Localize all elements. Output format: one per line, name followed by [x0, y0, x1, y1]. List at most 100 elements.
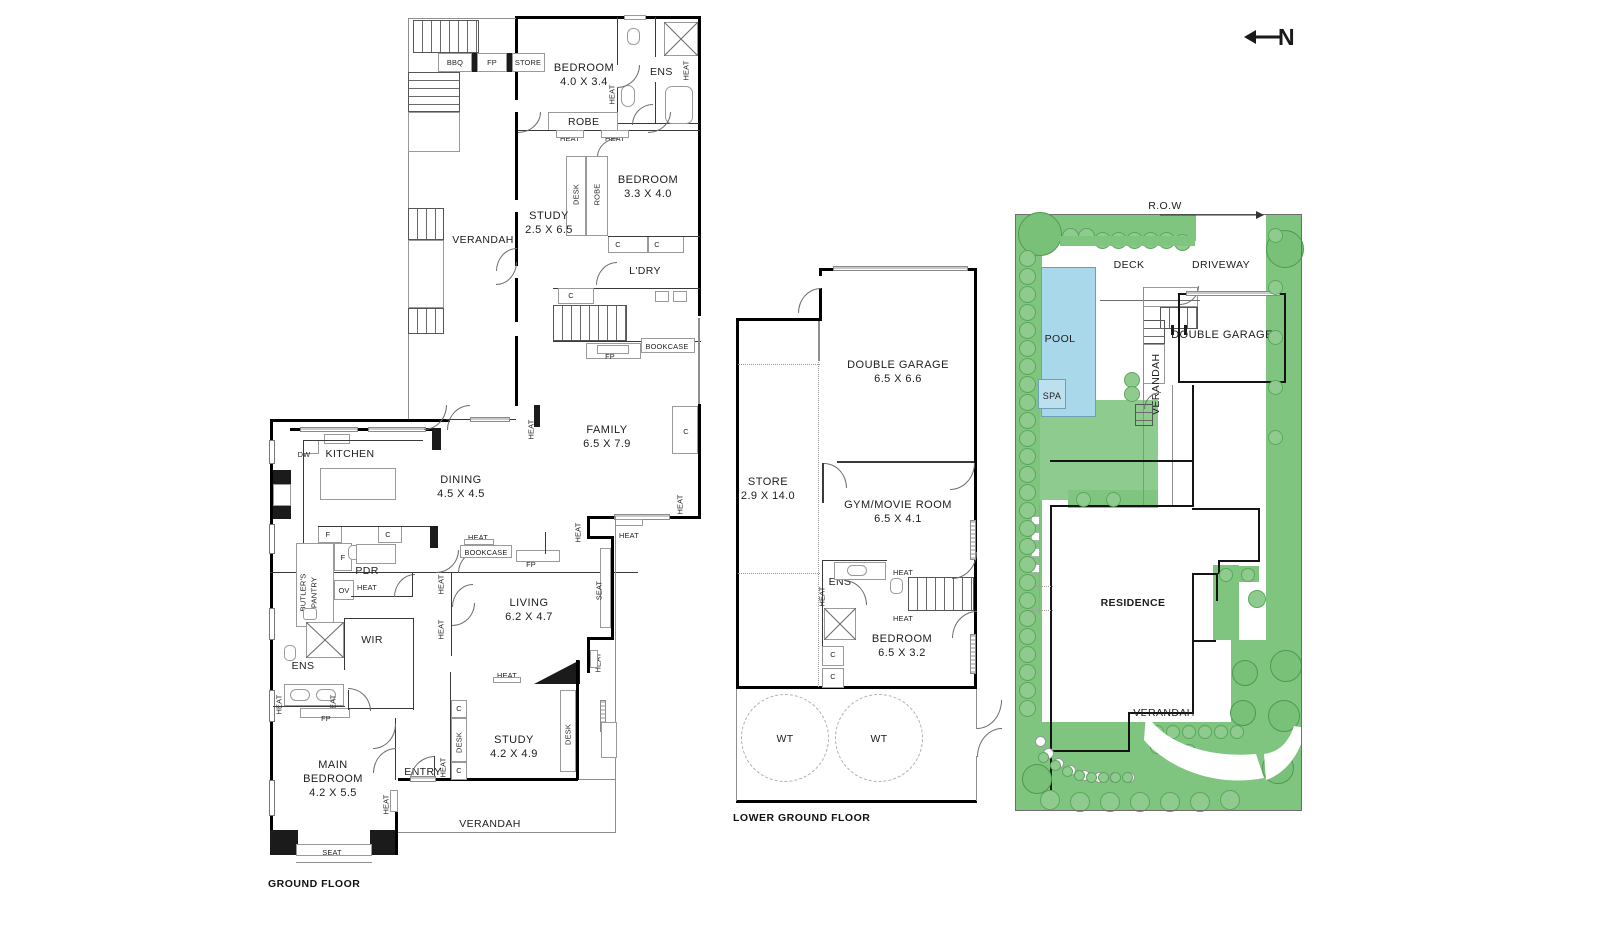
residence-wall	[1128, 712, 1194, 714]
shrub	[1019, 484, 1036, 501]
room-name: BEDROOM	[617, 174, 679, 186]
bookcase-label: BOOKCASE	[645, 342, 689, 351]
residence-wall	[1050, 460, 1194, 462]
wall	[351, 596, 413, 597]
door	[977, 700, 1002, 729]
cupboard	[822, 668, 844, 688]
door	[452, 603, 475, 626]
shrub	[1019, 610, 1036, 627]
shrub	[1268, 228, 1283, 243]
room-dims: 4.5 X 4.5	[437, 488, 485, 500]
room-study-2: STUDY 4.2 X 4.9	[490, 733, 538, 761]
shrub	[1019, 250, 1036, 267]
residence-wall	[1050, 505, 1052, 801]
appliance	[673, 291, 687, 302]
residence-wall	[1192, 573, 1218, 575]
wall	[698, 16, 701, 316]
shrub	[1019, 430, 1036, 447]
residence-wall	[1192, 385, 1194, 507]
shrub	[1019, 664, 1036, 681]
driveway-label: DRIVEWAY	[1191, 259, 1251, 271]
wall	[608, 236, 700, 237]
wall	[974, 268, 977, 688]
path-line	[1039, 505, 1040, 613]
door	[617, 65, 640, 88]
door	[950, 463, 975, 490]
verandah-label-site-bottom: VERANDAH	[1133, 707, 1195, 719]
fridge-label: F	[325, 530, 331, 539]
verandah-label-upper: VERANDAH	[452, 234, 514, 246]
water-tank-circle	[741, 694, 829, 782]
room-bedroom-1: BEDROOM 4.0 X 3.4	[554, 61, 614, 89]
room-family: FAMILY 6.5 X 7.9	[583, 423, 631, 451]
site-boundary	[1301, 214, 1302, 811]
outdoor-stair-left	[408, 72, 460, 112]
window	[410, 776, 436, 782]
dishwasher-label: DW	[297, 450, 311, 459]
desk-unit	[566, 156, 586, 236]
wall	[290, 428, 435, 431]
residence-wall	[1192, 575, 1194, 643]
verandah-edge	[398, 832, 616, 833]
site-double-garage-label: DOUBLE GARAGE	[1171, 328, 1273, 342]
cupboard	[558, 288, 594, 304]
shrub	[1019, 394, 1036, 411]
wall	[451, 606, 452, 656]
laundry-label: L'DRY	[629, 265, 661, 277]
fireplace-unit	[300, 708, 350, 718]
room-dims: 6.5 X 7.9	[583, 438, 631, 450]
wall	[1178, 381, 1286, 383]
wall	[348, 708, 414, 709]
shower-cross-icon	[306, 622, 344, 658]
cupboard	[451, 700, 467, 718]
desk-unit	[560, 690, 576, 772]
residence-wall	[1192, 508, 1260, 510]
stair-landing	[408, 112, 460, 152]
appliance	[655, 291, 669, 302]
shower-cross-icon	[824, 608, 856, 640]
heat-label: HEAT	[560, 134, 580, 143]
robe-label: ROBE	[592, 183, 602, 206]
window	[970, 520, 976, 560]
heat-label: HEAT	[675, 494, 685, 515]
ensuite-label-main: ENS	[291, 660, 315, 672]
window	[300, 427, 358, 432]
shrub	[1268, 330, 1283, 345]
wall	[318, 526, 434, 527]
wall-pier	[270, 830, 298, 855]
toilet	[284, 645, 296, 661]
sink	[324, 434, 350, 444]
store-unit	[512, 53, 545, 72]
vanity-basin	[621, 85, 635, 107]
shrub	[1019, 358, 1036, 375]
shrub	[1122, 772, 1133, 783]
verandah-edge	[408, 18, 516, 19]
shrub	[1019, 502, 1036, 519]
residence-wall	[1128, 712, 1130, 752]
window	[269, 440, 275, 464]
heat-label: HEAT	[893, 568, 913, 577]
wall	[296, 862, 372, 863]
shrub	[1019, 556, 1036, 573]
deck-edge	[1143, 287, 1144, 385]
heat-label: HEAT	[817, 586, 827, 607]
heat-label: HEAT	[497, 671, 517, 680]
window	[970, 634, 976, 674]
door	[436, 550, 459, 573]
wall-pier	[430, 526, 438, 548]
shrub	[1019, 520, 1036, 537]
shrub	[1019, 592, 1036, 609]
wall	[451, 572, 452, 606]
outdoor-stair-top	[413, 20, 479, 53]
wall	[736, 689, 737, 801]
cooktop	[273, 470, 291, 484]
cupboard	[608, 236, 648, 253]
door	[844, 580, 867, 605]
deck-label: DECK	[1113, 259, 1145, 271]
shrub	[1268, 380, 1283, 395]
shrub	[1166, 725, 1180, 739]
residence-wall	[1192, 640, 1216, 642]
shrub	[1019, 322, 1036, 339]
grid-line	[818, 321, 819, 687]
shrub	[1019, 448, 1036, 465]
